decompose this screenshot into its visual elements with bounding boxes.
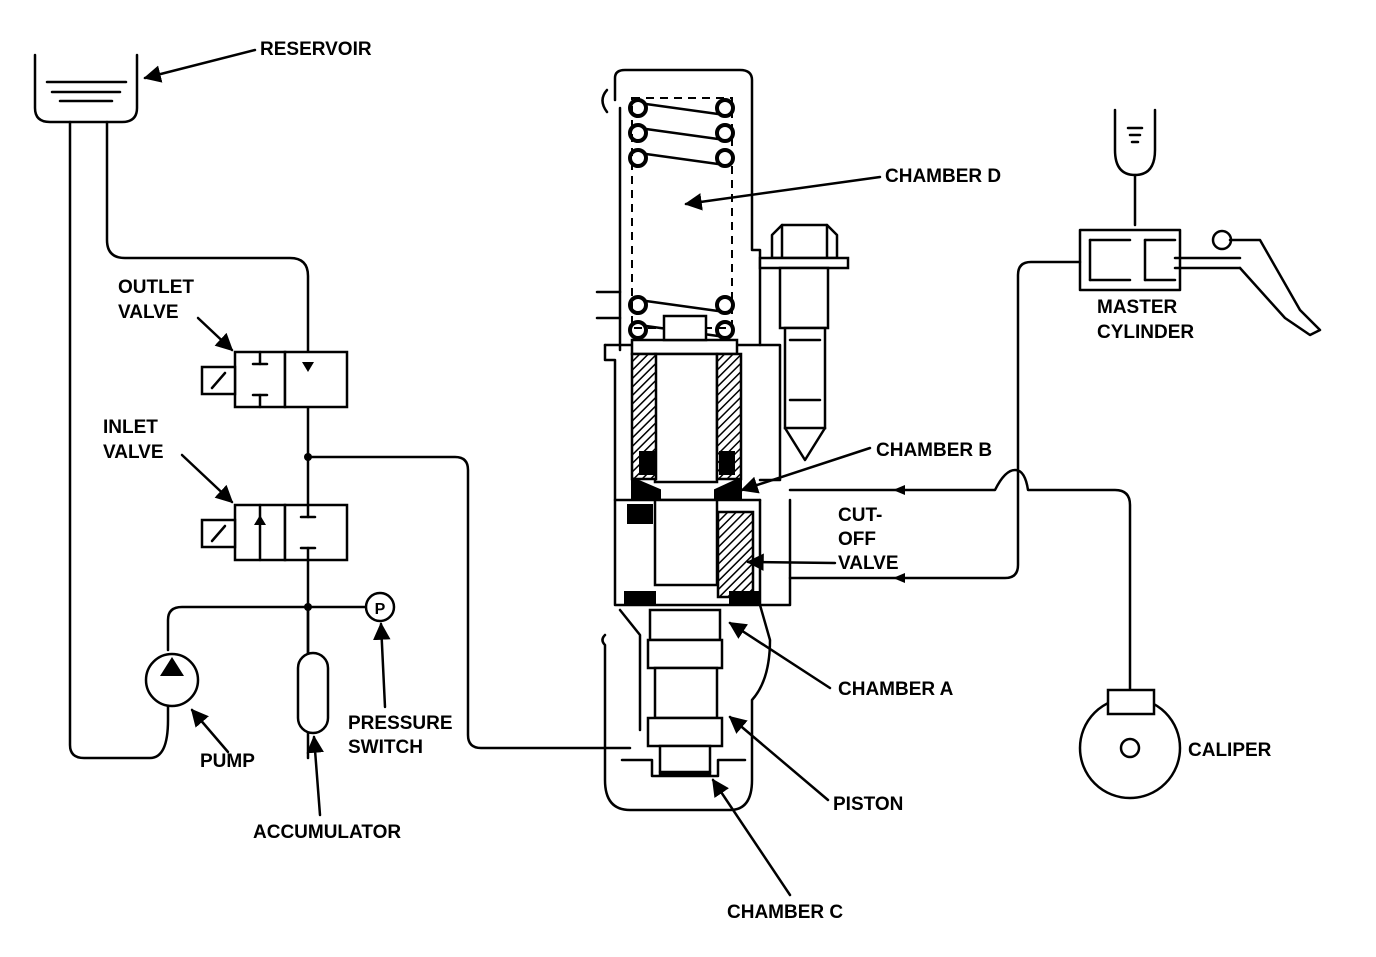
modulator-valve-body [595,68,792,812]
outlet-valve [200,350,349,409]
pressure-switch: P [364,591,396,623]
reservoir [33,53,139,124]
master-cylinder [1078,228,1322,337]
master-cylinder-reservoir [1113,108,1157,227]
label-cutoff-valve-line2: OFF [838,529,876,550]
leader-arrows [143,48,882,897]
label-cutoff-valve-line3: VALVE [838,553,899,574]
bolt [758,223,850,462]
label-pressure-switch-line2: SWITCH [348,737,423,758]
hydraulic-lines [68,120,632,760]
label-chamber-d: CHAMBER D [885,166,1001,187]
caliper [1078,688,1182,800]
spring-coils [628,98,735,340]
label-chamber-a: CHAMBER A [838,679,954,700]
label-pump: PUMP [200,751,255,772]
pressure-switch-symbol: P [375,601,386,618]
label-outlet-valve-line2: VALVE [118,302,179,323]
label-inlet-valve-line1: INLET [103,417,158,438]
label-outlet-valve-line1: OUTLET [118,277,194,298]
inlet-valve [200,503,349,562]
label-inlet-valve-line2: VALVE [103,442,164,463]
label-chamber-c: CHAMBER C [727,902,843,923]
pump [144,652,200,708]
label-cutoff-valve-line1: CUT- [838,505,882,526]
right-lines [788,260,1132,697]
label-master-cylinder-line1: MASTER [1097,297,1178,318]
label-accumulator: ACCUMULATOR [253,822,401,843]
labels: RESERVOIR OUTLET VALVE INLET VALVE PUMP … [103,39,1272,923]
label-pressure-switch-line1: PRESSURE [348,713,453,734]
label-master-cylinder-line2: CYLINDER [1097,322,1194,343]
label-piston: PISTON [833,794,903,815]
label-reservoir: RESERVOIR [260,39,372,60]
label-caliper: CALIPER [1188,740,1272,761]
accumulator [296,651,330,735]
label-chamber-b: CHAMBER B [876,440,992,461]
